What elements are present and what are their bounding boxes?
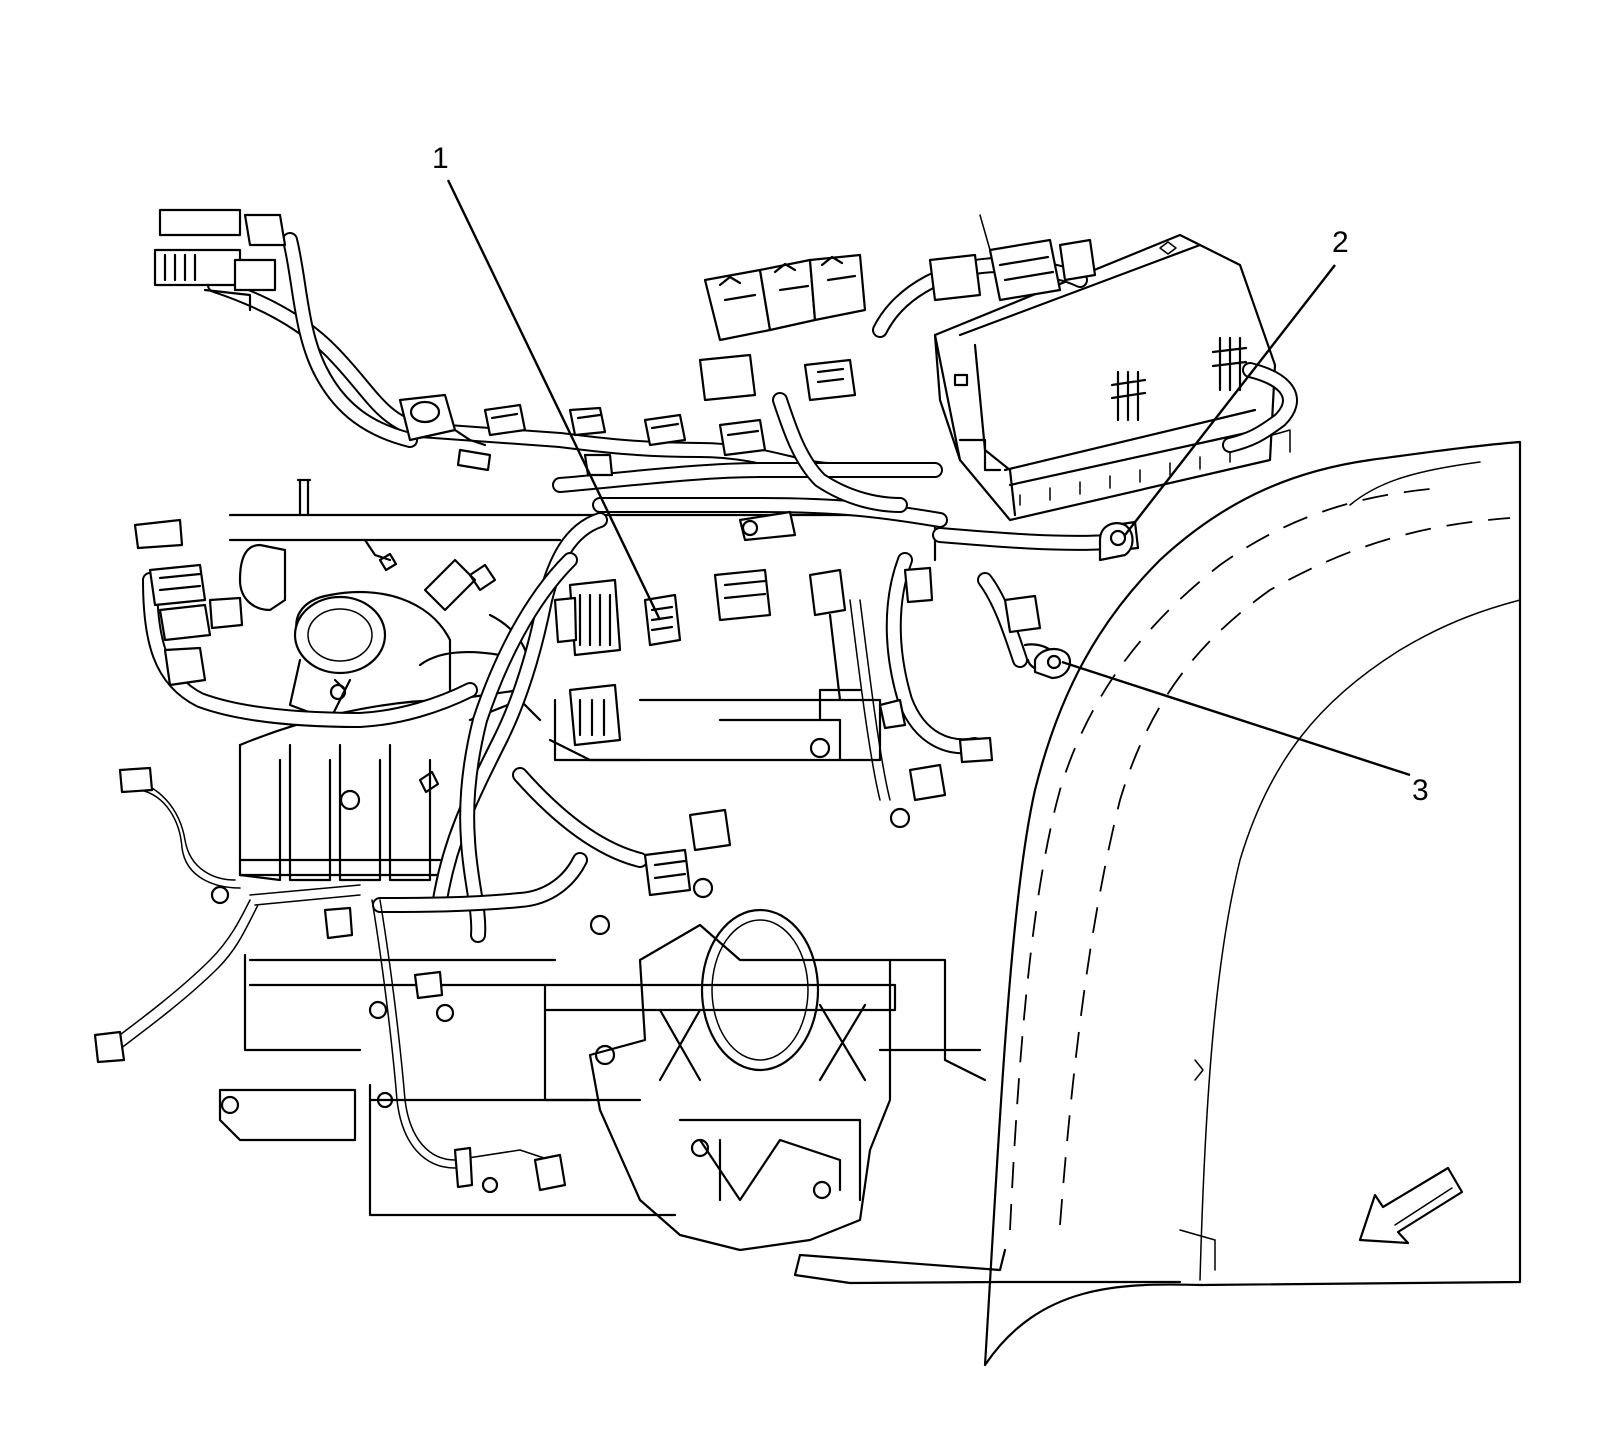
callout-2: 2 [1332,226,1349,259]
leader-1 [446,179,662,621]
leader-2 [1124,264,1336,536]
engine-block [210,513,987,1252]
leader-3 [1061,660,1411,777]
ground-terminals [1033,522,1134,680]
harness-connectors [93,208,1140,1192]
wiring-harness [99,214,1298,1169]
callout-leaders [446,179,1411,777]
forward-direction-arrow-icon [1358,1166,1464,1245]
callout-3: 3 [1412,774,1429,807]
fender-liner [793,440,1522,1367]
callout-1: 1 [432,142,449,175]
intake-manifold [238,478,642,882]
fuse-block [933,233,1291,522]
